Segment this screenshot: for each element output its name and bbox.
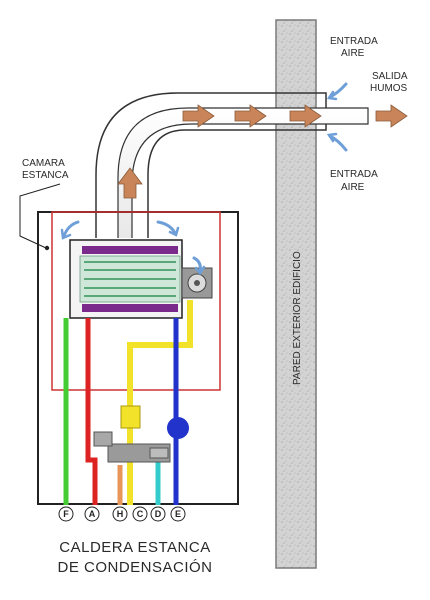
arrow-right-icon-4 bbox=[375, 104, 408, 128]
pipe-red bbox=[85, 318, 98, 505]
wall-label: PARED EXTERIOR EDIFICIO bbox=[292, 251, 303, 385]
flue-duct-outer bbox=[95, 92, 327, 238]
arrow-up-icon bbox=[117, 167, 143, 199]
connector-f: F bbox=[63, 509, 69, 519]
label-air-in-top-1: ENTRADA bbox=[330, 36, 378, 47]
chamber-leader-line bbox=[19, 183, 61, 249]
air-arrows bbox=[60, 82, 348, 276]
air-arrow-left-icon bbox=[62, 220, 80, 238]
arrow-right-icon-1 bbox=[182, 104, 215, 128]
label-air-in-bottom-2: AIRE bbox=[341, 182, 365, 193]
flow-arrows bbox=[117, 104, 408, 199]
diagram-title-1: CALDERA ESTANCA bbox=[59, 539, 210, 556]
connector-c: C bbox=[137, 509, 144, 519]
diagram-title-2: DE CONDENSACIÓN bbox=[57, 559, 212, 576]
arrow-right-icon-2 bbox=[234, 104, 267, 128]
label-air-in-bottom-1: ENTRADA bbox=[330, 169, 378, 180]
connector-e: E bbox=[175, 509, 181, 519]
sealed-chamber bbox=[51, 211, 221, 391]
connector-a: A bbox=[89, 509, 96, 519]
flue-duct-inner bbox=[117, 107, 369, 238]
expansion-vessel bbox=[167, 417, 189, 439]
chamber-leader-dot bbox=[44, 245, 50, 251]
fan-icon bbox=[181, 267, 213, 299]
connector-h: H bbox=[117, 509, 124, 519]
label-chamber-1: CAMARA bbox=[22, 158, 65, 169]
arrow-right-icon-3 bbox=[289, 104, 322, 128]
air-arrow-right-icon bbox=[156, 220, 177, 235]
gas-valve bbox=[120, 405, 141, 429]
label-exhaust-1: SALIDA bbox=[372, 71, 408, 82]
diverter-valve bbox=[93, 431, 171, 463]
connector-row: F A H C D E bbox=[58, 506, 186, 522]
label-air-in-top-2: AIRE bbox=[341, 48, 365, 59]
label-chamber-2: ESTANCA bbox=[22, 170, 69, 181]
heat-exchanger bbox=[69, 239, 183, 319]
connector-d: D bbox=[155, 509, 162, 519]
label-exhaust-2: HUMOS bbox=[370, 83, 408, 94]
air-arrow-fan-icon bbox=[192, 256, 202, 274]
